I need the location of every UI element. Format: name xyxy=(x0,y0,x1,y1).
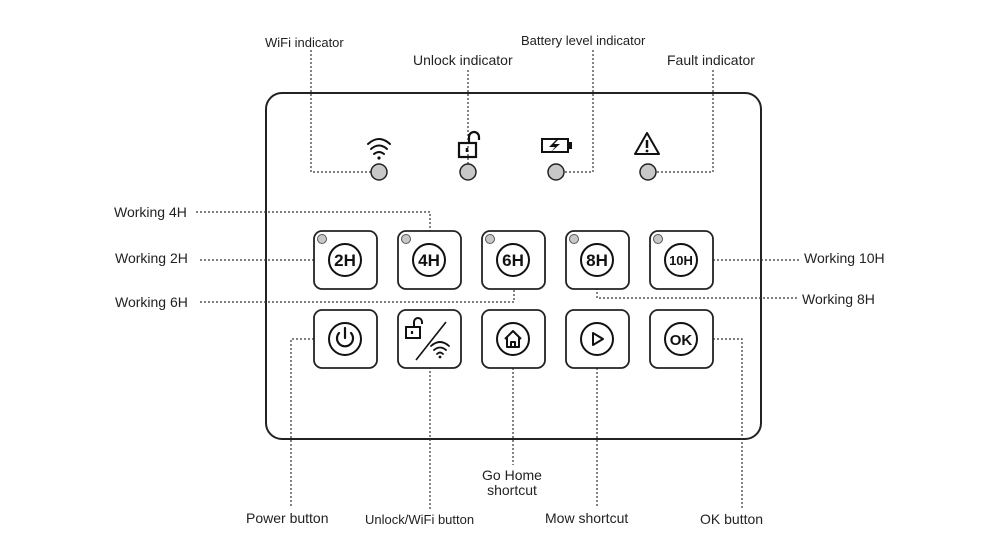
button-2h-text: 2H xyxy=(334,251,356,270)
warning-icon xyxy=(634,132,660,155)
button-4h-text: 4H xyxy=(418,251,440,270)
fault-indicator-label: Fault indicator xyxy=(667,52,755,68)
ok-button-label: OK button xyxy=(700,511,764,527)
battery-led xyxy=(547,163,565,181)
button-2h[interactable]: 2H xyxy=(313,230,378,290)
unlock-wifi-button[interactable] xyxy=(397,309,462,369)
unlock-indicator-label: Unlock indicator xyxy=(413,52,513,68)
go-home-label: Go Home shortcut xyxy=(470,467,554,499)
working-10h-label: Working 10H xyxy=(804,250,885,266)
wifi-indicator-label: WiFi indicator xyxy=(265,35,344,50)
power-button[interactable] xyxy=(313,309,378,369)
play-icon xyxy=(592,332,604,346)
button-6h[interactable]: 6H xyxy=(481,230,546,290)
unlock-wifi-button-label: Unlock/WiFi button xyxy=(365,512,475,527)
mow-shortcut-label: Mow shortcut xyxy=(545,510,629,526)
go-home-label-line2: shortcut xyxy=(487,482,537,499)
go-home-label-line1: Go Home xyxy=(482,467,542,483)
ok-button-text: OK xyxy=(670,332,693,349)
wifi-icon xyxy=(367,138,391,160)
unlock-icon xyxy=(405,317,423,339)
control-panel xyxy=(265,92,762,440)
wifi-icon xyxy=(430,341,450,359)
mow-button[interactable] xyxy=(565,309,630,369)
power-button-label: Power button xyxy=(246,510,329,526)
button-10h[interactable]: 10H xyxy=(649,230,714,290)
unlock-icon xyxy=(457,130,481,159)
home-icon xyxy=(504,330,522,348)
working-8h-label: Working 8H xyxy=(802,291,875,307)
button-4h[interactable]: 4H xyxy=(397,230,462,290)
control-button-row: OK xyxy=(313,309,714,369)
unlock-led xyxy=(459,163,477,181)
battery-charging-icon xyxy=(541,138,572,153)
button-6h-text: 6H xyxy=(502,251,524,270)
working-4h-label: Working 4H xyxy=(114,204,187,220)
battery-indicator-label: Battery level indicator xyxy=(521,33,646,48)
working-2h-label: Working 2H xyxy=(115,250,188,266)
divider-slash xyxy=(415,321,447,361)
power-icon xyxy=(335,326,355,348)
button-8h-text: 8H xyxy=(586,251,608,270)
timer-button-row: 2H 4H 6H 8H 10H xyxy=(313,230,714,290)
fault-led xyxy=(639,163,657,181)
ok-button[interactable]: OK xyxy=(649,309,714,369)
working-6h-label: Working 6H xyxy=(115,294,188,310)
go-home-button[interactable] xyxy=(481,309,546,369)
wifi-led xyxy=(370,163,388,181)
button-8h[interactable]: 8H xyxy=(565,230,630,290)
button-10h-text: 10H xyxy=(669,253,693,268)
